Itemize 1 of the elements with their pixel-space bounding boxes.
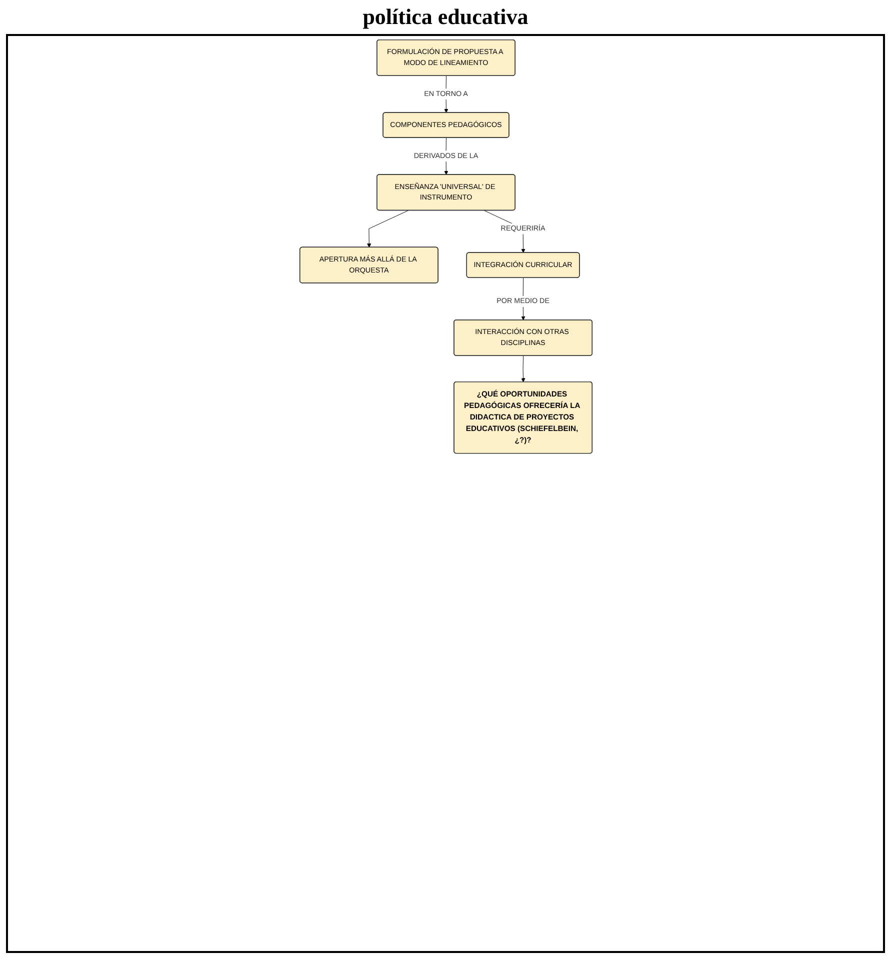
diagram-title: política educativa bbox=[362, 4, 530, 30]
